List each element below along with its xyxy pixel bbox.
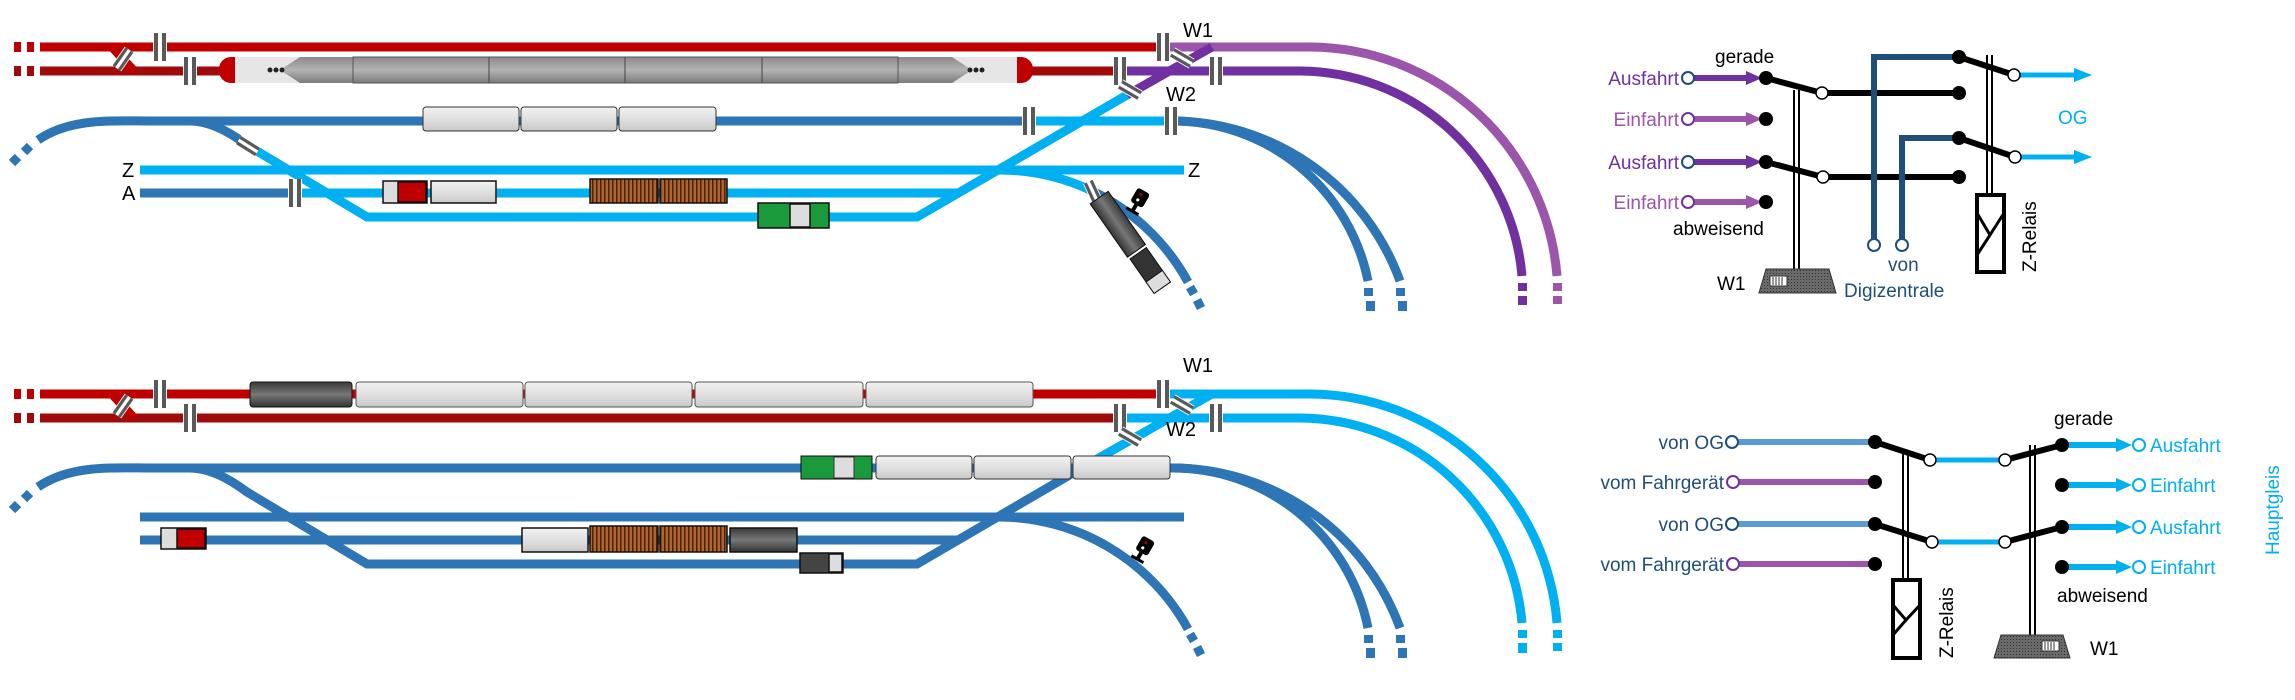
signal-icon	[1125, 188, 1150, 216]
bottom-wiring-diagram: von OG vom Fahrgerät von OG vom Fahrgerä…	[1600, 409, 2284, 660]
output-row: Einfahrt	[2055, 476, 2216, 497]
label-hauptgleis: Hauptgleis	[2263, 465, 2284, 555]
label-og: OG	[2058, 108, 2088, 129]
freight-train-b	[521, 525, 798, 553]
input-row: von OG	[1659, 433, 1875, 454]
track-purple-inner	[1120, 66, 1527, 277]
relay-label: Z-Relais	[2020, 201, 2041, 272]
label-digizentrale: Digizentrale	[1844, 281, 1944, 302]
label-gerade: gerade	[1715, 47, 1774, 68]
svg-text:Ausfahrt: Ausfahrt	[1608, 69, 1679, 90]
relay-icon	[1975, 193, 2006, 274]
label-w1-bottom: W1	[1183, 355, 1213, 377]
turnout-motor-icon	[1758, 268, 1837, 294]
svg-text:vom Fahrgerät: vom Fahrgerät	[1600, 473, 1724, 494]
relay-icon	[1891, 578, 1922, 660]
svg-text:Ausfahrt: Ausfahrt	[2150, 518, 2221, 539]
svg-text:von OG: von OG	[1659, 515, 1724, 536]
output-row: Ausfahrt	[2055, 436, 2221, 457]
svg-text:Einfahrt: Einfahrt	[2150, 558, 2216, 579]
svg-text:Ausfahrt: Ausfahrt	[2150, 436, 2221, 457]
express-train	[249, 381, 1034, 408]
track-purple-outer	[1163, 42, 1562, 277]
label-w2: W2	[1166, 84, 1196, 106]
input-row: vom Fahrgerät	[1600, 473, 1875, 494]
output-row: Einfahrt	[2055, 558, 2216, 579]
svg-text:von OG: von OG	[1659, 433, 1724, 454]
label-abweisend: abweisend	[1673, 219, 1764, 240]
svg-text:Einfahrt: Einfahrt	[1614, 193, 1680, 214]
svg-text:vom Fahrgerät: vom Fahrgerät	[1600, 555, 1724, 576]
label-z-right: Z	[1188, 160, 1200, 182]
bottom-track-layout: W1 W2	[8, 355, 1562, 658]
input-row: Einfahrt	[1614, 193, 1762, 214]
small-loco	[799, 552, 844, 574]
label-gerade: gerade	[2054, 409, 2113, 430]
red-loco	[160, 527, 207, 550]
input-row: Ausfahrt	[1608, 153, 1762, 174]
train-on-curve	[1089, 190, 1172, 295]
output-row: Ausfahrt	[2055, 518, 2221, 539]
label-w1: W1	[1183, 20, 1213, 42]
top-wiring-diagram: gerade Ausfahrt Einfahrt Ausfahrt Einfah…	[1608, 47, 2092, 302]
motor-label: W1	[2090, 639, 2119, 660]
label-a: A	[122, 183, 136, 205]
motor-label: W1	[1717, 274, 1746, 295]
green-railcar	[757, 202, 830, 229]
svg-text:Einfahrt: Einfahrt	[1614, 110, 1680, 131]
label-z-left: Z	[122, 160, 134, 182]
signal-icon	[1130, 536, 1155, 564]
label-abweisend: abweisend	[2057, 586, 2148, 607]
turnout-motor-icon	[1993, 634, 2071, 659]
svg-text:Einfahrt: Einfahrt	[2150, 476, 2216, 497]
input-row: Einfahrt	[1614, 110, 1762, 131]
input-row: Ausfahrt	[1608, 69, 1762, 90]
label-von: von	[1888, 255, 1919, 276]
top-track-layout: W1 W2 Z A Z	[8, 20, 1562, 311]
label-w2-bottom: W2	[1166, 419, 1196, 441]
input-row: von OG	[1659, 515, 1875, 536]
passenger-coaches	[422, 106, 717, 132]
freight-train-a	[382, 178, 728, 204]
green-railcar-train	[800, 455, 1171, 480]
relay-label: Z-Relais	[1937, 587, 1958, 658]
svg-text:Ausfahrt: Ausfahrt	[1608, 153, 1679, 174]
ice-train	[219, 56, 1033, 84]
input-row: vom Fahrgerät	[1600, 555, 1875, 576]
